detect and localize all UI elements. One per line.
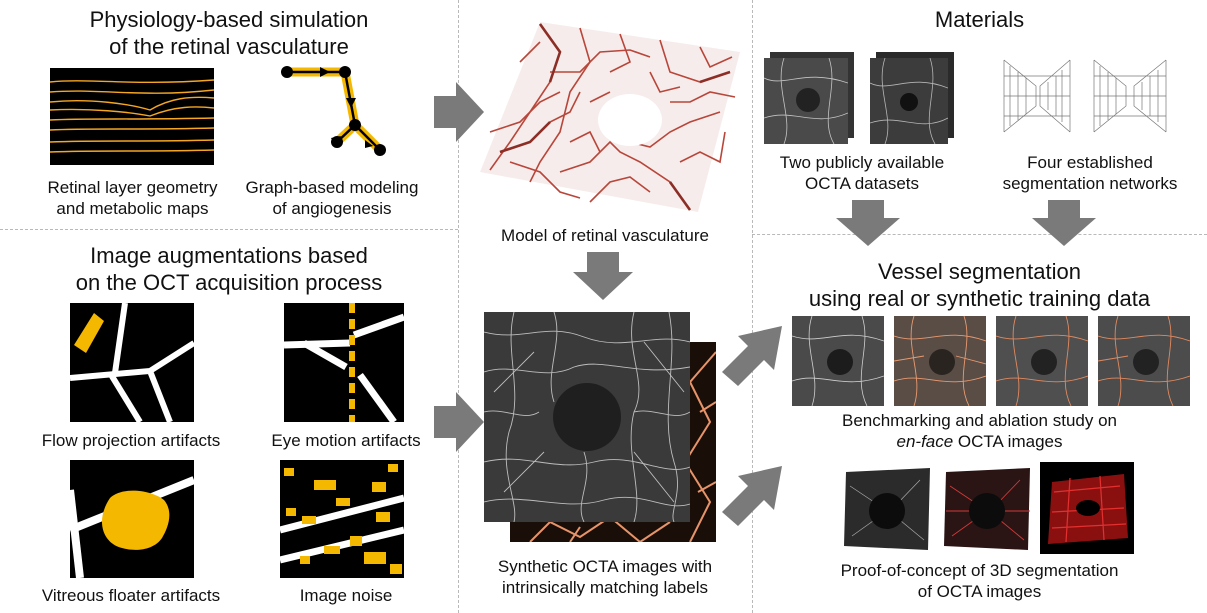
flow-projection-caption: Flow projection artifacts (41, 431, 221, 450)
arrow-augmentation-to-synthetic (434, 392, 484, 452)
benchmark-image-seg-2 (996, 316, 1088, 406)
angiogenesis-graph-icon (275, 60, 395, 165)
arrow-simulation-to-model (434, 82, 484, 142)
divider-right (752, 0, 753, 613)
model-caption: Model of retinal vasculature (501, 226, 709, 245)
retinal-vasculature-model-image (470, 12, 746, 212)
datasets-caption: Two publicly available OCTA datasets (779, 153, 945, 193)
image-noise-caption: Image noise (299, 586, 393, 605)
octa-3d-image-row (840, 462, 1134, 554)
segmentation-title: Vessel segmentation using real or synthe… (808, 259, 1151, 311)
eye-motion-caption: Eye motion artifacts (271, 431, 421, 450)
octa-datasets-image (764, 52, 954, 148)
dataset-2-front (870, 58, 948, 144)
vitreous-floater-artifact-image (70, 460, 194, 578)
networks-caption: Four established segmentation networks (1002, 153, 1178, 193)
synthetic-octa-image-front (484, 312, 690, 522)
dataset-1-front (764, 58, 848, 144)
arrow-datasets-to-segmentation (836, 200, 900, 246)
divider-right-horizontal (752, 234, 1207, 235)
octa-3d-raw (840, 466, 934, 552)
synthetic-octa-stack (484, 312, 720, 544)
benchmark-image-seg-1 (894, 316, 986, 406)
graph-modeling-caption: Graph-based modeling of angiogenesis (245, 178, 419, 218)
simulation-title: Physiology-based simulation of the retin… (89, 7, 369, 59)
arrow-networks-to-segmentation (1032, 200, 1096, 246)
arrow-model-to-synthetic (573, 252, 633, 300)
proof-of-concept-caption: Proof-of-concept of 3D segmentation of O… (840, 561, 1119, 601)
octa-3d-segmented (940, 466, 1034, 552)
divider-left-horizontal (0, 229, 458, 230)
image-noise-artifact-image (280, 460, 404, 578)
arrow-synthetic-to-benchmark (722, 322, 784, 392)
benchmark-image-raw (792, 316, 884, 406)
benchmark-image-seg-3 (1098, 316, 1190, 406)
retinal-layer-geometry-image (50, 68, 214, 165)
vitreous-floater-caption: Vitreous floater artifacts (41, 586, 221, 605)
benchmark-caption: Benchmarking and ablation study on en-fa… (841, 411, 1117, 451)
materials-title: Materials (934, 7, 1025, 32)
octa-3d-render (1040, 462, 1134, 554)
eye-motion-artifact-image (284, 303, 404, 422)
segmentation-networks-icon (1000, 56, 1170, 136)
arrow-synthetic-to-3d (722, 462, 784, 532)
benchmark-image-row (792, 316, 1192, 408)
augmentation-title: Image augmentations based on the OCT acq… (75, 243, 383, 295)
flow-projection-artifact-image (70, 303, 194, 422)
synthetic-caption: Synthetic OCTA images with intrinsically… (497, 557, 713, 597)
retinal-layer-caption: Retinal layer geometry and metabolic map… (47, 178, 218, 218)
divider-left (458, 0, 459, 613)
